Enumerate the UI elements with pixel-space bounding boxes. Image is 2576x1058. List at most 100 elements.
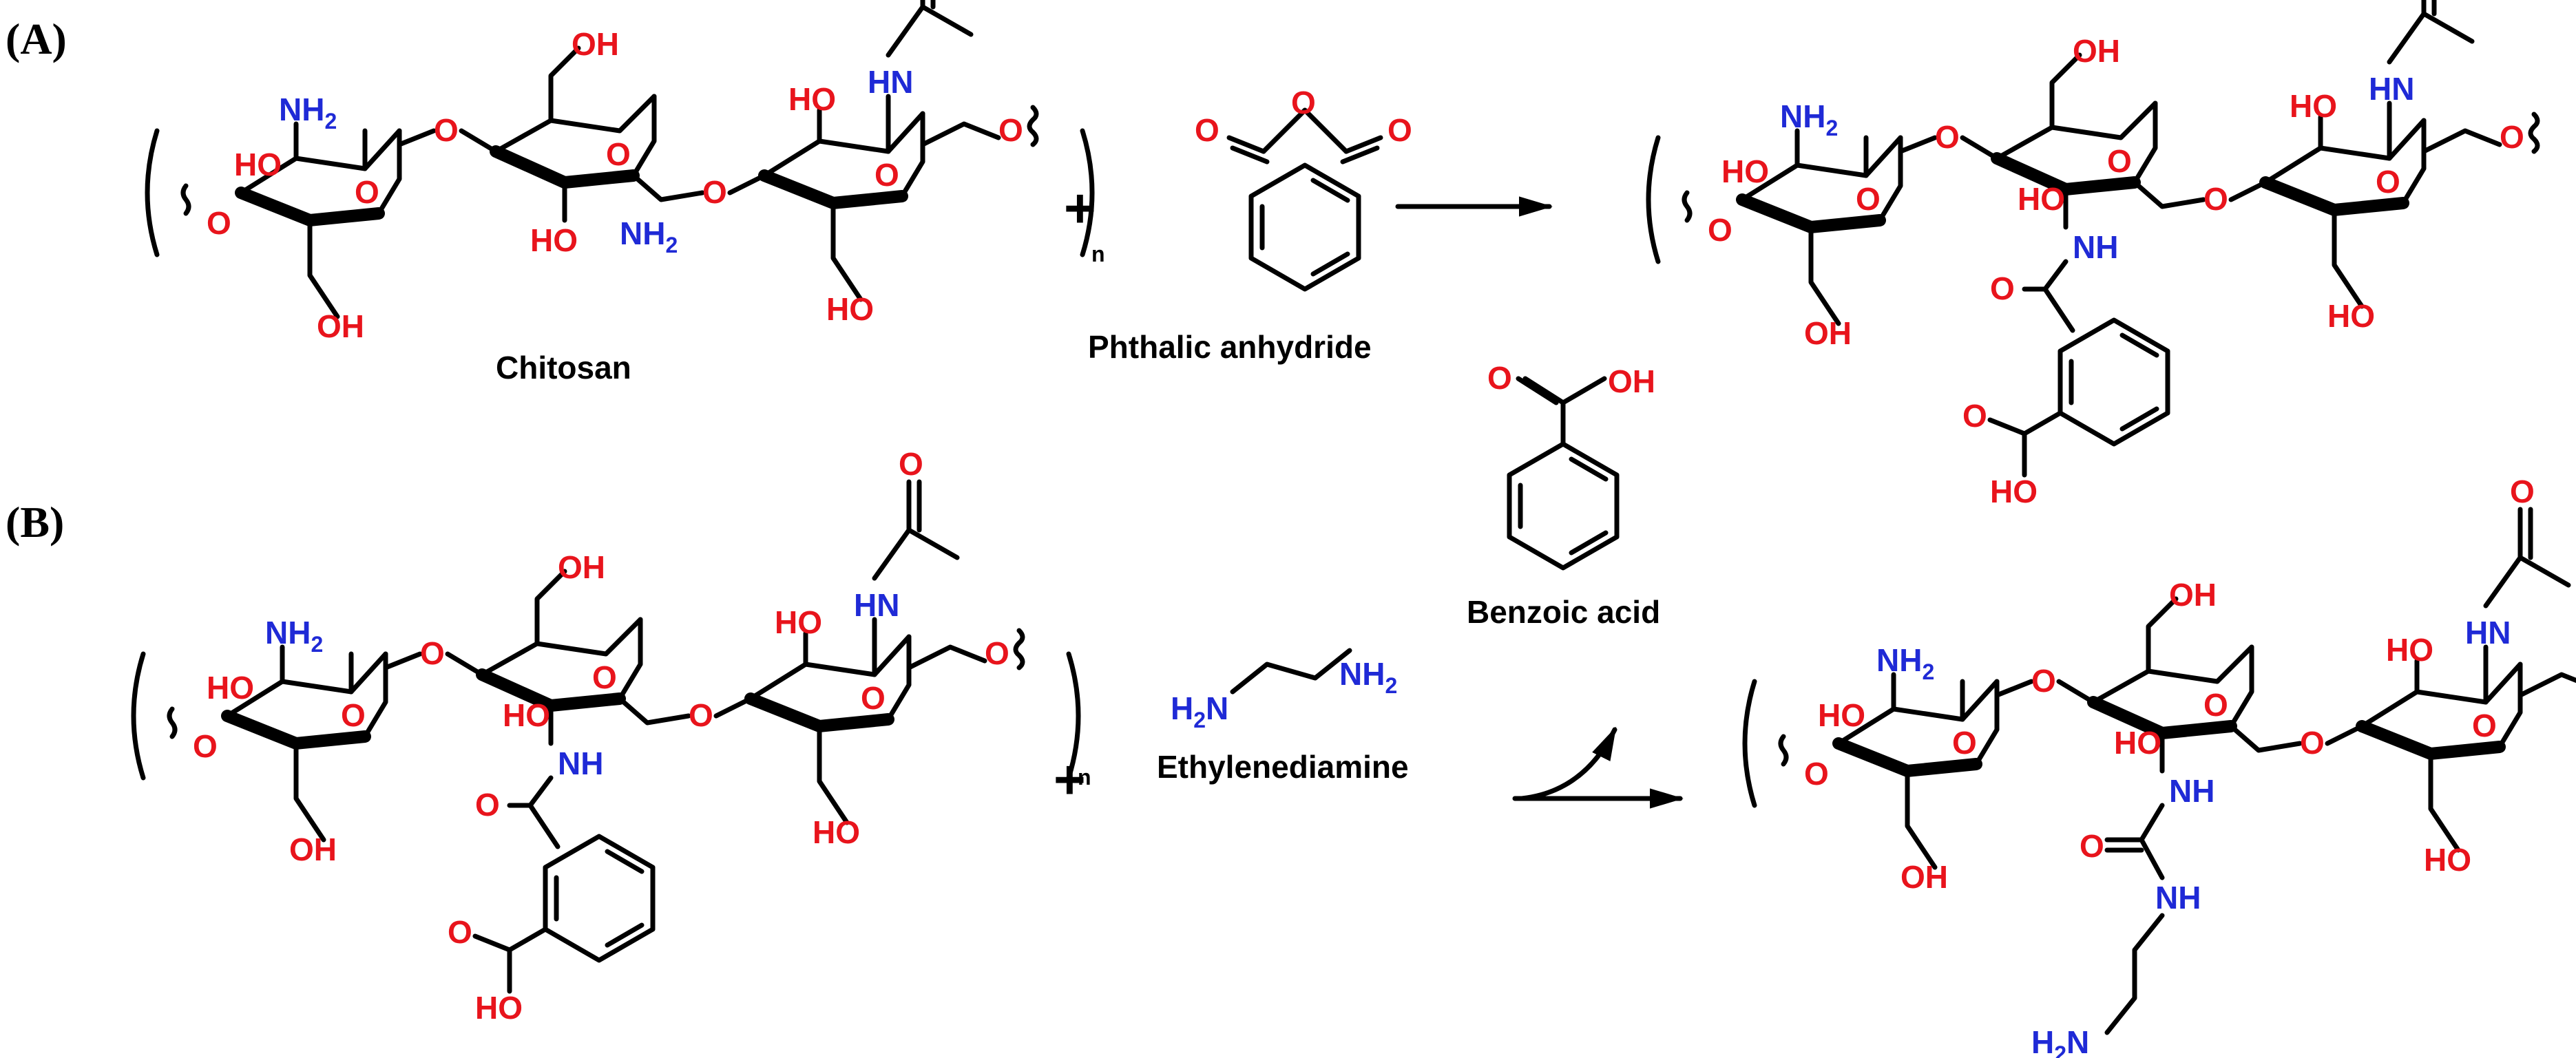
svg-text:HO: HO <box>2018 181 2065 217</box>
svg-text:O: O <box>207 205 231 241</box>
svg-text:HO: HO <box>1990 474 2038 509</box>
svg-text:O: O <box>2080 828 2104 864</box>
svg-text:HO: HO <box>207 670 254 706</box>
svg-text:O: O <box>448 914 472 950</box>
svg-text:O: O <box>2107 143 2132 179</box>
svg-text:NH2: NH2 <box>1876 642 1934 684</box>
benzoic-acid-structure: O OH <box>1487 360 1655 568</box>
svg-text:O: O <box>2510 474 2535 509</box>
panel-label-b: (B) <box>6 498 64 547</box>
svg-text:n: n <box>1078 765 1091 790</box>
svg-text:NH: NH <box>558 745 603 781</box>
svg-text:HO: HO <box>530 222 578 258</box>
svg-text:HO: HO <box>2386 632 2433 668</box>
svg-text:HO: HO <box>775 604 822 640</box>
phthalic-anhydride-structure: O O O <box>1195 85 1412 289</box>
svg-text:OH: OH <box>2073 33 2120 69</box>
svg-text:NH: NH <box>2073 229 2118 265</box>
svg-text:O: O <box>2031 663 2056 699</box>
label-benzoic-acid: Benzoic acid <box>1467 594 1660 630</box>
svg-text:O: O <box>998 112 1023 148</box>
svg-text:O: O <box>355 174 379 210</box>
svg-text:OH: OH <box>572 26 619 62</box>
svg-text:O: O <box>1291 85 1316 120</box>
panel-label-a: (A) <box>6 14 67 63</box>
svg-text:O: O <box>1962 398 1987 434</box>
svg-text:HN: HN <box>854 587 899 623</box>
svg-text:OH: OH <box>289 832 337 867</box>
plus-sign-b: + <box>1054 749 1086 810</box>
svg-text:O: O <box>1935 119 1960 155</box>
svg-text:HN: HN <box>2369 71 2414 107</box>
svg-text:HO: HO <box>788 81 836 117</box>
svg-text:H2N: H2N <box>1171 690 1228 732</box>
svg-text:O: O <box>420 635 445 671</box>
svg-text:HO: HO <box>2327 298 2375 334</box>
svg-text:HO: HO <box>503 697 550 733</box>
svg-text:OH: OH <box>1608 363 1655 399</box>
svg-text:O: O <box>702 174 727 210</box>
svg-text:O: O <box>1952 725 1977 761</box>
phthaloyl-chitosan-reactant: O HO NH2 O O OH OH O HO NH O HO HN O O O… <box>134 446 1091 1026</box>
svg-text:HO: HO <box>475 990 523 1026</box>
svg-text:NH: NH <box>2169 773 2214 809</box>
plus-sign-a: + <box>1064 178 1096 239</box>
svg-text:OH: OH <box>558 549 605 585</box>
svg-text:O: O <box>1487 360 1512 396</box>
svg-text:O: O <box>875 157 899 193</box>
svg-text:O: O <box>2376 164 2400 200</box>
svg-text:HO: HO <box>1818 697 1865 733</box>
svg-text:O: O <box>1708 212 1732 248</box>
svg-text:O: O <box>861 680 886 716</box>
svg-text:NH: NH <box>2155 880 2201 916</box>
ethylenediamine-structure: H2N NH2 <box>1171 648 1397 732</box>
svg-text:HN: HN <box>868 64 913 100</box>
svg-text:NH2: NH2 <box>620 215 678 257</box>
svg-text:O: O <box>2203 181 2228 217</box>
svg-text:O: O <box>2203 687 2228 723</box>
svg-text:HO: HO <box>826 291 874 327</box>
svg-text:O: O <box>193 728 218 764</box>
svg-text:O: O <box>2300 725 2325 761</box>
svg-text:OH: OH <box>317 308 364 344</box>
byproduct-arrow <box>1519 726 1617 801</box>
svg-text:O: O <box>985 635 1009 671</box>
svg-text:HO: HO <box>234 147 282 182</box>
svg-text:O: O <box>341 697 366 733</box>
svg-text:NH2: NH2 <box>265 615 323 657</box>
svg-text:O: O <box>689 697 713 733</box>
svg-text:NH2: NH2 <box>1339 656 1397 698</box>
svg-text:OH: OH <box>2169 577 2217 613</box>
svg-text:HO: HO <box>1721 154 1769 189</box>
product-phthaloyl-chitosan: O HO NH2 O O OH OH O HO NH O HO HN O O O… <box>1648 0 2576 509</box>
svg-text:HO: HO <box>813 814 860 850</box>
svg-text:O: O <box>1856 181 1881 217</box>
label-phthalic-anhydride: Phthalic anhydride <box>1088 329 1372 365</box>
svg-text:NH2: NH2 <box>1780 98 1838 140</box>
svg-text:O: O <box>1195 112 1219 148</box>
svg-text:O: O <box>899 446 923 482</box>
svg-text:OH: OH <box>1900 859 1948 895</box>
svg-text:H2N: H2N <box>2031 1024 2089 1058</box>
svg-text:O: O <box>2500 119 2524 155</box>
svg-text:NH2: NH2 <box>279 92 337 134</box>
svg-text:OH: OH <box>1804 315 1852 351</box>
svg-text:O: O <box>592 659 617 695</box>
svg-text:n: n <box>1091 242 1105 266</box>
chitosan-structure: O HO NH2 O O OH OH O HO NH2 O HO HN O O … <box>147 0 1105 344</box>
svg-text:O: O <box>1990 271 2015 306</box>
label-chitosan: Chitosan <box>496 350 631 385</box>
svg-text:HO: HO <box>2290 88 2337 124</box>
svg-text:HN: HN <box>2465 615 2511 650</box>
svg-text:O: O <box>1388 112 1412 148</box>
product-aminoethyl-urea-chitosan: O HO NH2 O O OH OH O HO NH O HO HN O O O… <box>1745 474 2576 1058</box>
svg-text:HO: HO <box>2424 842 2471 878</box>
svg-text:O: O <box>2472 708 2497 743</box>
svg-text:O: O <box>1804 756 1829 792</box>
svg-text:O: O <box>606 136 631 172</box>
svg-text:HO: HO <box>2114 725 2161 761</box>
label-ethylenediamine: Ethylenediamine <box>1157 749 1409 785</box>
svg-text:O: O <box>475 787 500 823</box>
svg-text:O: O <box>434 112 459 148</box>
